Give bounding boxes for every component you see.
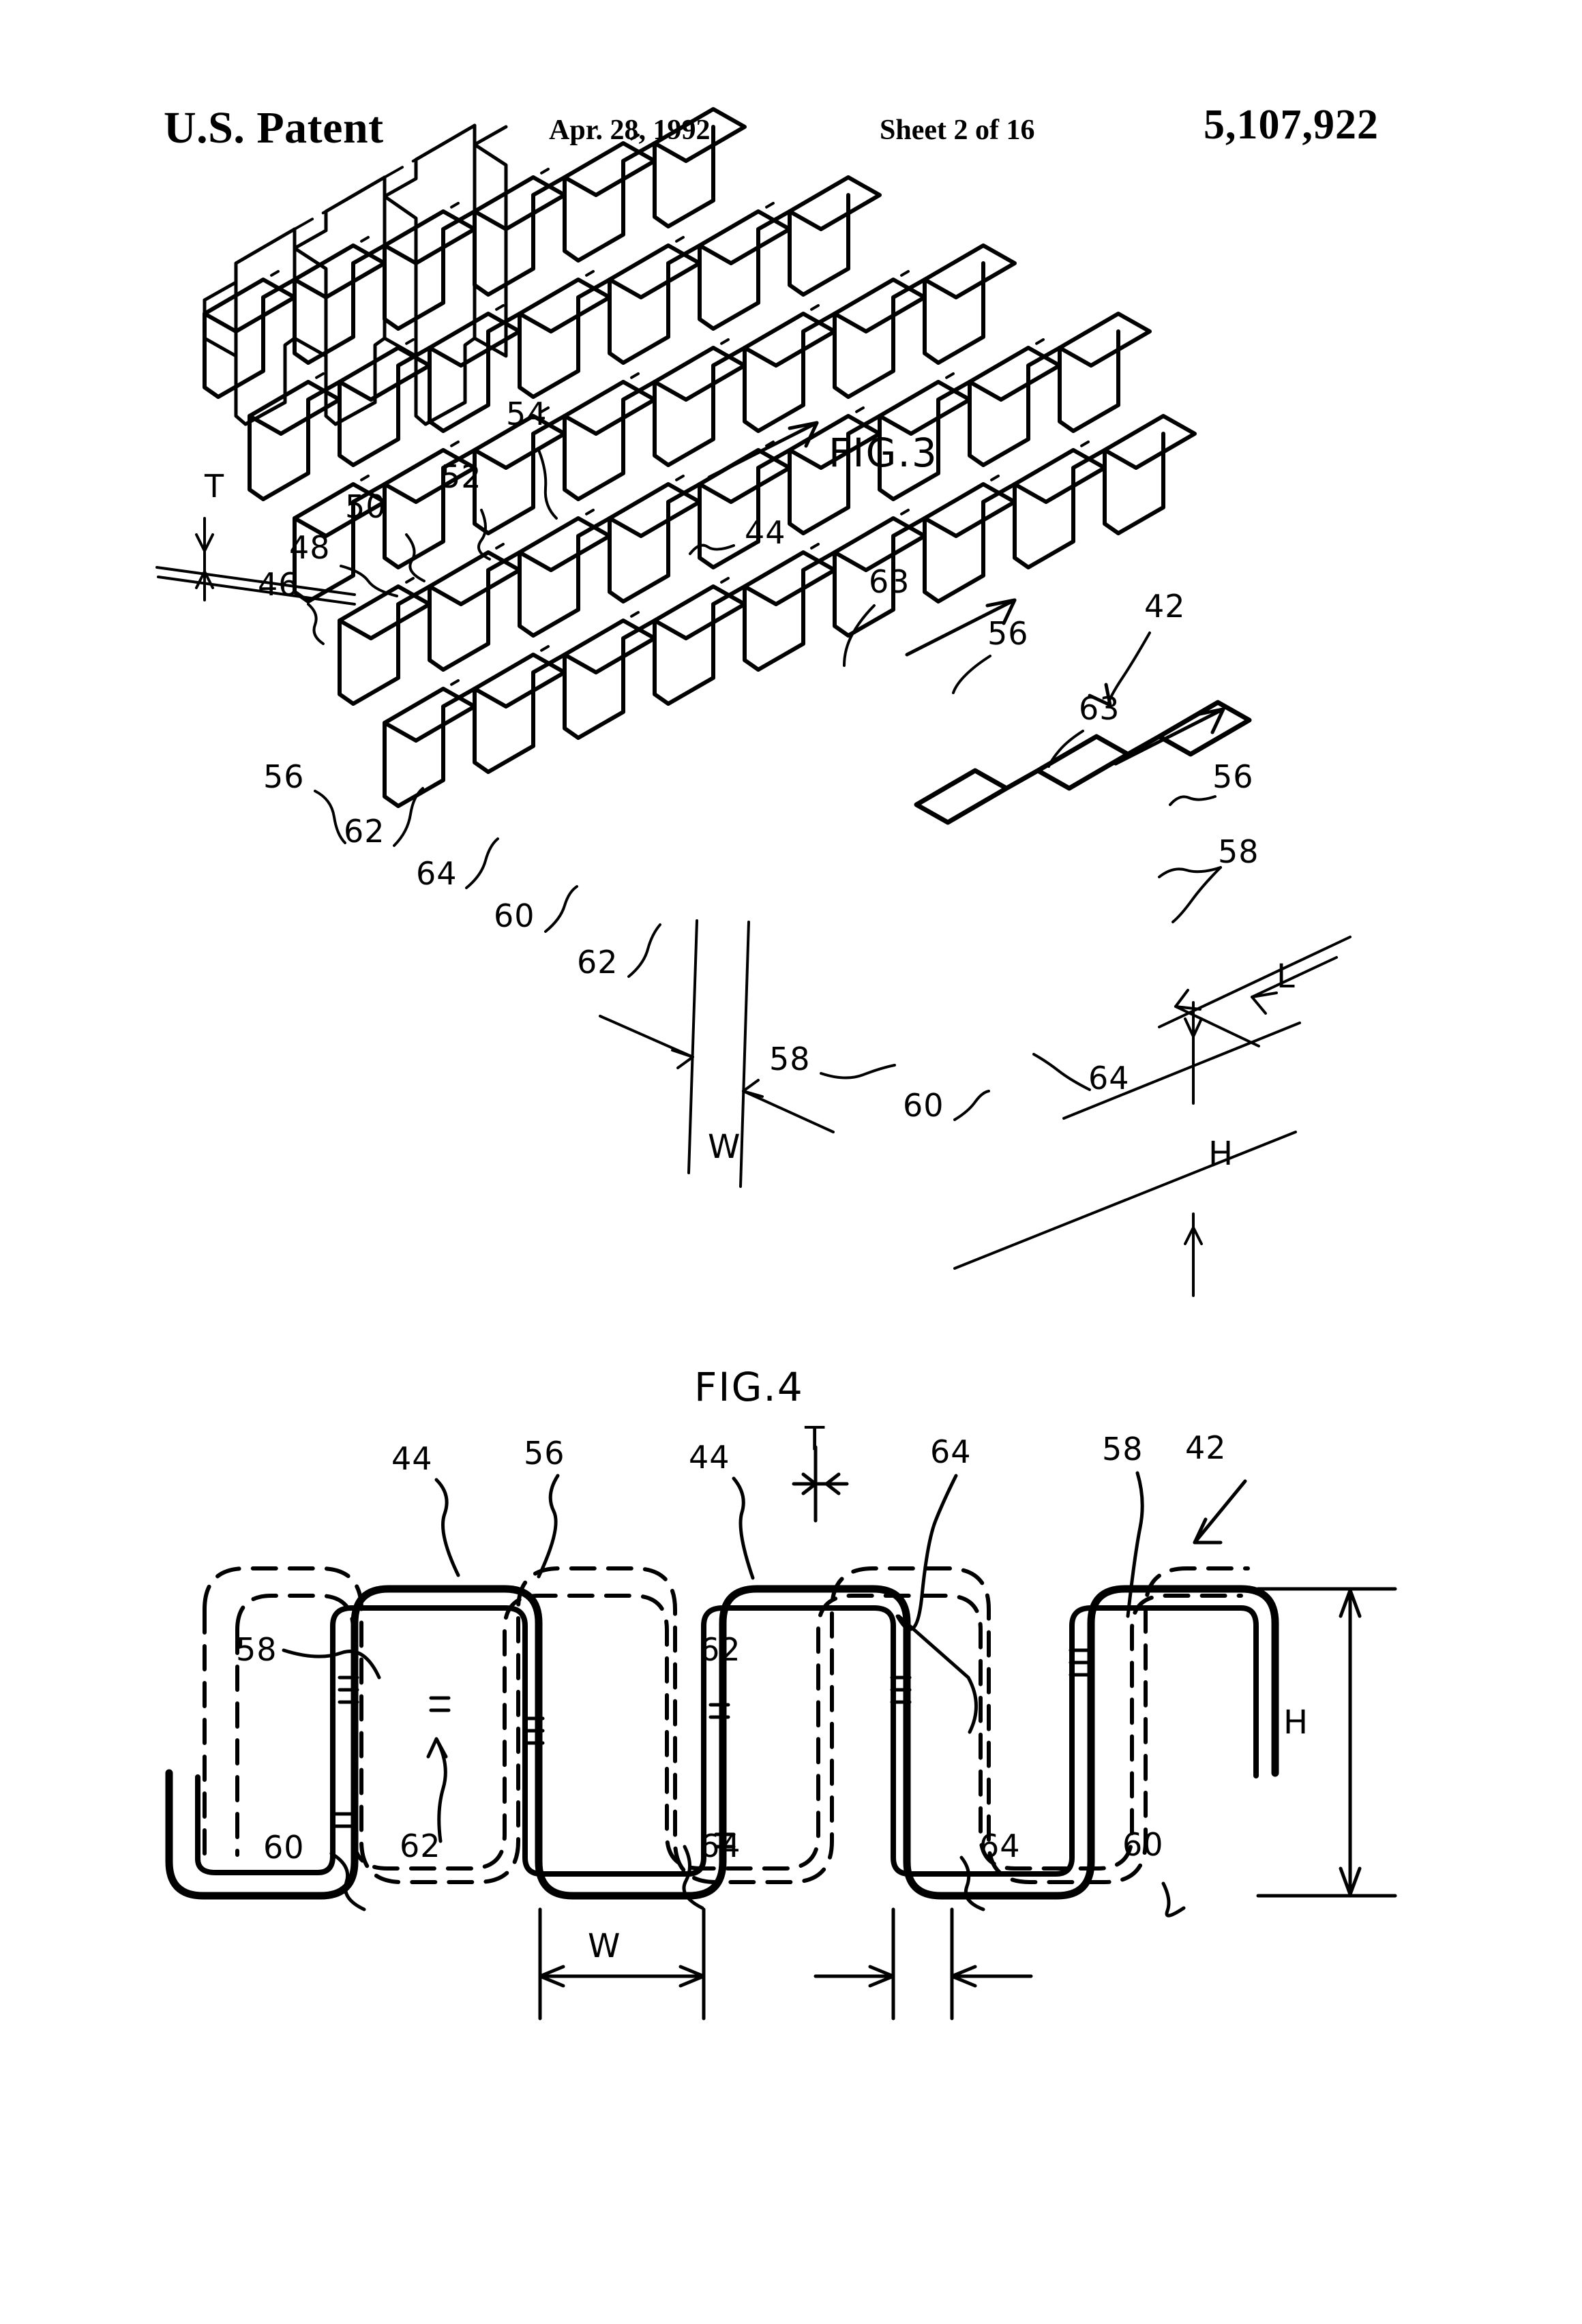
fig3-label-60-a: 60	[494, 897, 535, 934]
fig4-label-64-b: 64	[700, 1828, 741, 1864]
fig3-label-62-b: 62	[577, 944, 618, 981]
fig4-label-58-b: 58	[236, 1631, 278, 1668]
fig4-dimension-T: T	[805, 1420, 825, 1458]
fig3-label-56-c: 56	[263, 758, 305, 795]
sheet-number: Sheet 2 of 16	[880, 115, 1035, 146]
fig3-dimension-H: H	[1208, 1135, 1234, 1173]
figure-3: FIG.3	[0, 0, 1582, 1297]
fig4-label-62-a: 62	[700, 1631, 741, 1668]
fig3-dimension-L: L	[1277, 957, 1295, 996]
figure-4-title: FIG.4	[694, 1364, 804, 1410]
fig4-label-60-a: 60	[263, 1829, 305, 1866]
figure-4: FIG.4	[0, 1296, 1582, 2182]
fig4-label-64-a: 64	[930, 1433, 972, 1470]
fig3-label-56-a: 56	[987, 615, 1029, 652]
fig4-label-56: 56	[524, 1435, 565, 1472]
fig3-label-44: 44	[745, 514, 786, 551]
fig3-label-46: 46	[258, 566, 299, 603]
fig4-dimension-H: H	[1283, 1703, 1309, 1742]
fig3-label-64-b: 64	[1088, 1060, 1130, 1097]
fig4-label-44-a: 44	[391, 1440, 433, 1477]
patent-number: 5,107,922	[1204, 102, 1379, 148]
fig3-label-62-a: 62	[344, 813, 385, 850]
fig4-label-64-c: 64	[979, 1828, 1021, 1864]
fig3-label-56-b: 56	[1212, 758, 1254, 795]
fig4-label-44-b: 44	[689, 1439, 730, 1476]
fig3-label-50: 50	[345, 488, 387, 525]
fig3-label-64-a: 64	[416, 855, 458, 892]
figure-4-drawing	[165, 1445, 1397, 2021]
fig3-label-T: T	[205, 468, 225, 505]
patent-header: U.S. Patent Apr. 28, 1992 Sheet 2 of 16 …	[0, 0, 1582, 177]
fig3-label-58-b: 58	[769, 1041, 811, 1077]
fig4-dimension-W: W	[588, 1927, 621, 1965]
fig3-label-54: 54	[506, 396, 548, 432]
figure-3-title: FIG.3	[829, 430, 938, 476]
fig3-label-63-b: 63	[1079, 690, 1120, 727]
fig3-label-52: 52	[441, 458, 482, 495]
fig3-dimension-W: W	[708, 1128, 741, 1166]
fig3-label-58-a: 58	[1218, 833, 1259, 870]
fig4-label-58-a: 58	[1102, 1431, 1144, 1468]
fig3-label-63: 63	[869, 563, 910, 600]
patent-office-title: U.S. Patent	[164, 103, 384, 153]
patent-date: Apr. 28, 1992	[549, 115, 711, 146]
fig4-label-60-b: 60	[1122, 1826, 1164, 1863]
fig3-label-42: 42	[1144, 588, 1186, 625]
fig3-label-48: 48	[289, 529, 331, 566]
figure-3-drawing	[155, 107, 1352, 1297]
fig3-label-60-b: 60	[903, 1087, 944, 1124]
fig4-label-62-b: 62	[400, 1828, 441, 1864]
fig4-label-42: 42	[1185, 1429, 1227, 1466]
